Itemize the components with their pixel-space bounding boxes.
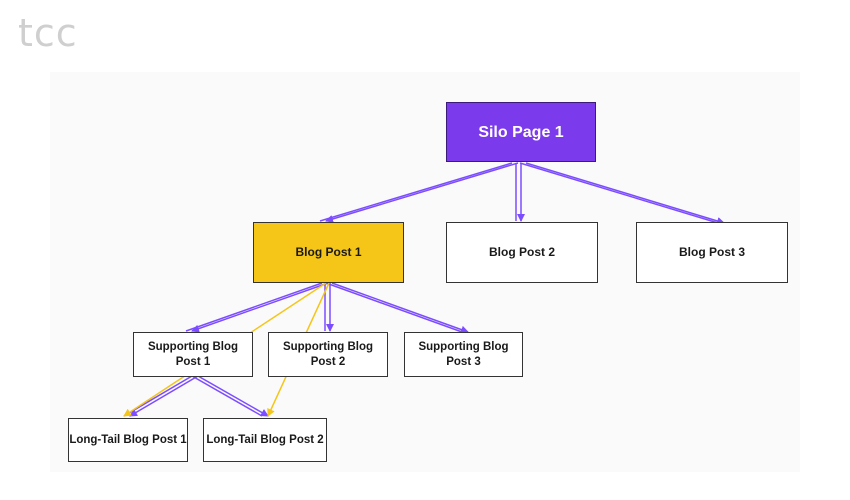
- supporting-post-node-3: Supporting Blog Post 3: [404, 332, 523, 377]
- link-silo-to-blog-post-3: [519, 162, 725, 225]
- blog-post-label: Blog Post 3: [678, 245, 745, 259]
- silo-page-node: Silo Page 1: [446, 102, 596, 162]
- supporting-post-label: Supporting Blog Post 3: [418, 340, 509, 368]
- supporting-post-node-1: Supporting Blog Post 1: [133, 332, 253, 377]
- blog-post-label: Blog Post 2: [488, 245, 555, 259]
- supporting-post-label: Supporting Blog Post 2: [282, 340, 374, 368]
- link-silo-to-blog-post-1: [319, 162, 519, 223]
- link-silo-to-blog-post-2: [515, 163, 525, 222]
- link-blog-post-1-to-supporting-3: [325, 282, 469, 334]
- long-tail-post-label: Long-Tail Blog Post 1: [69, 433, 187, 446]
- long-tail-post-node-2: Long-Tail Blog Post 2: [203, 418, 327, 462]
- blog-post-node-1: Blog Post 1: [253, 222, 404, 283]
- link-supporting-1-to-long-tail-2: [191, 375, 269, 417]
- link-blog-post-1-to-supporting-1: [185, 282, 329, 333]
- blog-post-label: Blog Post 1: [295, 245, 362, 259]
- supporting-post-node-2: Supporting Blog Post 2: [268, 332, 388, 377]
- brand-logo: tcc: [18, 11, 78, 55]
- long-tail-post-node-1: Long-Tail Blog Post 1: [68, 418, 188, 462]
- blog-post-node-3: Blog Post 3: [636, 222, 788, 283]
- long-tail-post-label: Long-Tail Blog Post 2: [206, 433, 324, 446]
- silo-page-label: Silo Page 1: [478, 123, 564, 141]
- blog-post-node-2: Blog Post 2: [446, 222, 598, 283]
- supporting-post-label: Supporting Blog Post 1: [147, 340, 239, 368]
- link-supporting-1-to-long-tail-1: [123, 375, 199, 417]
